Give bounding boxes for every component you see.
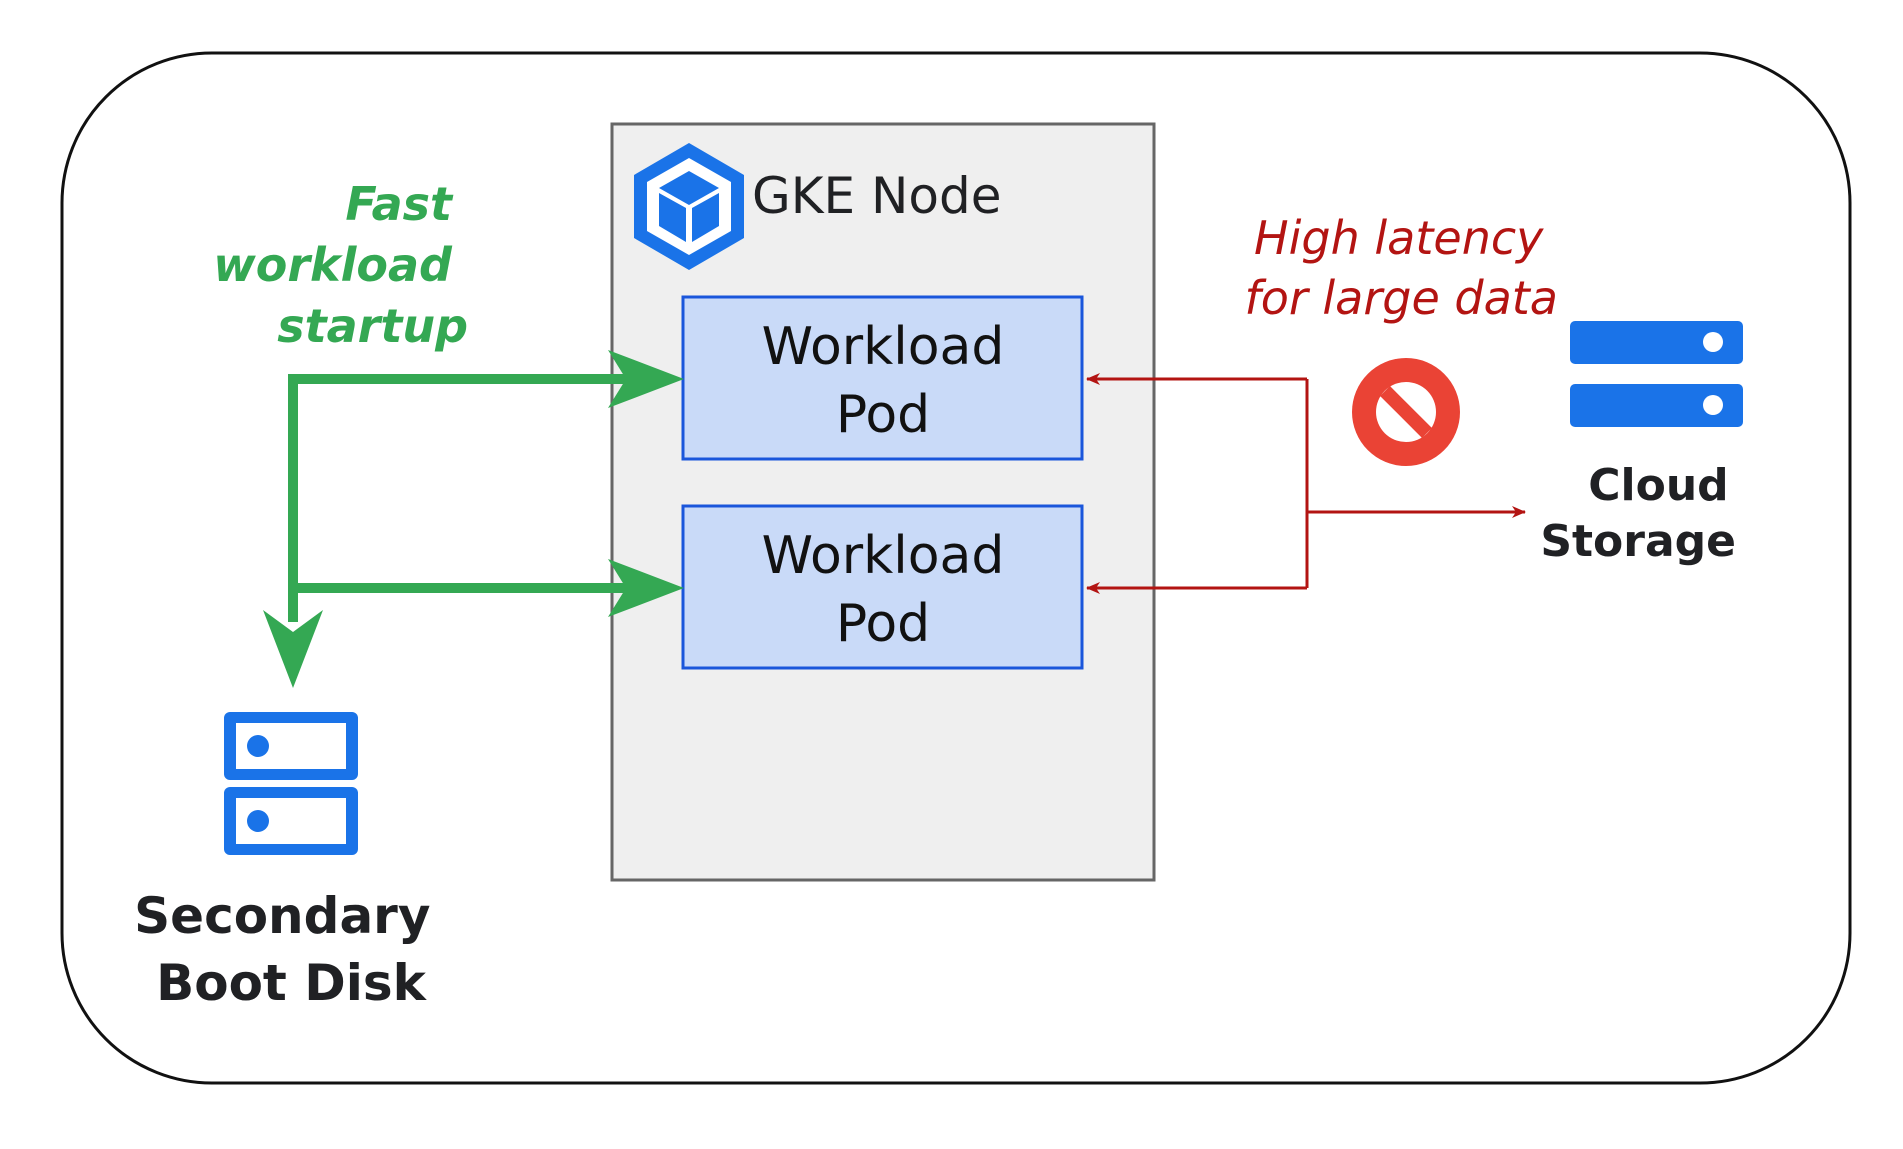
pod-box [681,295,1084,461]
storage-label-line2: Storage [1540,516,1736,567]
pod-label-line1: Workload [762,526,1005,586]
latency-label-line1: High latency [1254,211,1544,265]
cloud-storage-label: Cloud Storage [1540,460,1744,567]
fast-label-line2: workload [213,238,453,292]
fast-startup-arrows [263,350,684,688]
disk-label-line1: Secondary [134,887,430,945]
workload-pod-1: Workload Pod [681,295,1084,461]
gke-node-title: GKE Node [752,167,1002,225]
secondary-boot-disk-label: Secondary Boot Disk [134,887,448,1012]
fast-startup-label: Fast workload startup [213,177,468,353]
pod-box [681,504,1084,670]
disk-label-line2: Boot Disk [156,954,428,1012]
workload-pod-2: Workload Pod [681,504,1084,670]
disk-stack-icon [224,712,358,855]
fast-label-line3: startup [277,299,468,353]
fast-label-line1: Fast [345,177,454,231]
pod-label-line2: Pod [836,594,930,654]
storage-label-line1: Cloud [1588,460,1728,511]
no-entry-icon [1352,358,1460,466]
pod-label-line1: Workload [762,317,1005,377]
storage-server-icon [1570,321,1743,427]
pod-label-line2: Pod [836,385,930,445]
latency-label-line2: for large data [1245,271,1559,325]
gke-hexagon-cube-icon [634,143,744,270]
slow-path-connector [1086,373,1526,594]
high-latency-label: High latency for large data [1245,211,1559,325]
